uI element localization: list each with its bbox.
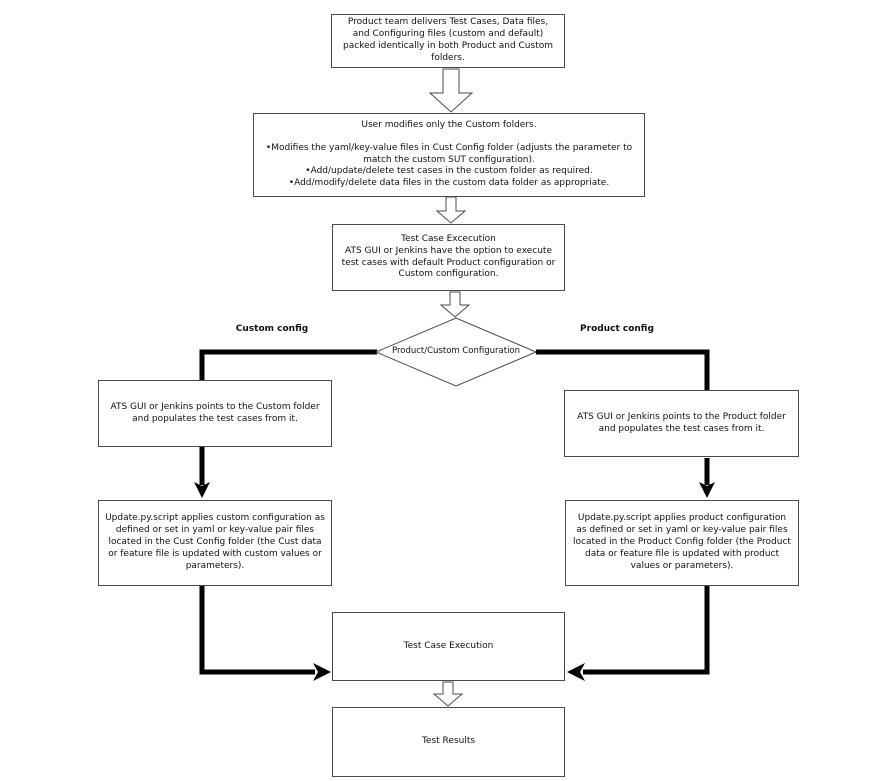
spacer (260, 132, 638, 143)
custom-update-arrowhead (194, 482, 210, 498)
flow-node-custom-update-text: Update.py.script applies custom configur… (105, 513, 325, 571)
hollow-down-arrow-2 (435, 196, 467, 224)
custom-branch-rail (199, 349, 377, 381)
flow-node-tc-execution-text: Test Case Execution (403, 640, 494, 651)
user-modifies-bullet-1: Modifies the yaml/key-value files in Cus… (260, 143, 638, 167)
flow-node-product-update: Update.py.script applies product configu… (565, 500, 799, 586)
flow-node-product-points-text: ATS GUI or Jenkins points to the Product… (577, 411, 786, 434)
product-update-arrowhead (699, 482, 715, 498)
flow-node-tc-execution: Test Case Execution (332, 612, 565, 681)
flow-node-deliver: Product team delivers Test Cases, Data f… (331, 14, 565, 68)
hollow-down-arrow-4 (432, 681, 464, 707)
flow-node-tc-excecution-option: Test Case Excecution ATS GUI or Jenkins … (332, 224, 565, 291)
flow-node-product-points: ATS GUI or Jenkins points to the Product… (564, 390, 799, 457)
user-modifies-bullet-3: Add/modify/delete data files in the cust… (260, 178, 638, 190)
custom-branch-label: Custom config (235, 324, 309, 334)
custom-converge-arrowhead (313, 663, 331, 681)
product-branch-rail (536, 349, 710, 391)
flow-node-user-modifies-title: User modifies only the Custom folders. (361, 119, 537, 130)
product-branch-label: Product config (580, 324, 654, 334)
user-modifies-bullet-2: Add/update/delete test cases in the cust… (260, 166, 638, 178)
custom-converge-path (199, 586, 315, 675)
flow-node-test-results-text: Test Results (421, 736, 476, 747)
flow-node-test-results: Test Results (332, 707, 565, 777)
decision-label: Product/Custom Configuration (391, 346, 521, 356)
product-converge-arrowhead (567, 663, 585, 681)
decision-diamond (374, 317, 538, 387)
flow-node-product-update-text: Update.py.script applies product configu… (573, 513, 791, 571)
flow-node-custom-points-text: ATS GUI or Jenkins points to the Custom … (110, 401, 320, 424)
product-converge-path (583, 586, 710, 675)
flow-node-deliver-text: Product team delivers Test Cases, Data f… (343, 17, 553, 63)
flow-node-tc-excecution-option-text: ATS GUI or Jenkins have the option to ex… (341, 245, 556, 280)
hollow-down-arrow-3 (439, 291, 471, 318)
flow-node-user-modifies: User modifies only the Custom folders. M… (253, 113, 645, 197)
flow-node-custom-points: ATS GUI or Jenkins points to the Custom … (98, 380, 332, 447)
flow-node-tc-excecution-option-title: Test Case Excecution (401, 233, 496, 244)
flow-node-custom-update: Update.py.script applies custom configur… (98, 500, 332, 586)
hollow-down-arrow-1 (428, 68, 474, 113)
